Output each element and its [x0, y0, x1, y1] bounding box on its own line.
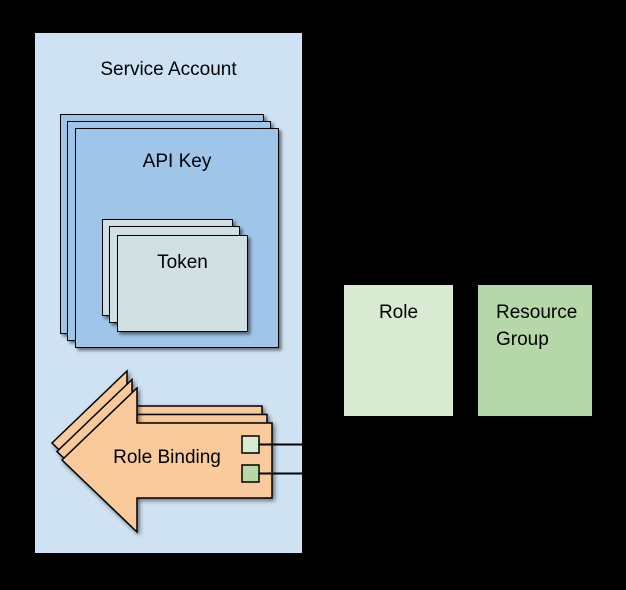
- service-account-label: Service Account: [100, 59, 237, 80]
- role-binding-label: Role Binding: [113, 447, 221, 468]
- api-key-label: API Key: [142, 151, 212, 172]
- resource-group-box: Resource Group: [478, 285, 592, 416]
- role-binding-arrow-front: [60, 386, 273, 534]
- token-label: Token: [157, 252, 208, 273]
- connector-square-bottom: [241, 464, 260, 483]
- role-binding-arrow-stack: [50, 369, 345, 534]
- token-card-front: Token: [117, 235, 248, 332]
- service-account-group: Service Account API Key Token: [35, 33, 302, 553]
- role-box: Role: [344, 285, 453, 416]
- connector-square-top: [241, 435, 260, 454]
- role-label: Role: [378, 302, 419, 323]
- resource-group-label: Resource Group: [496, 302, 578, 350]
